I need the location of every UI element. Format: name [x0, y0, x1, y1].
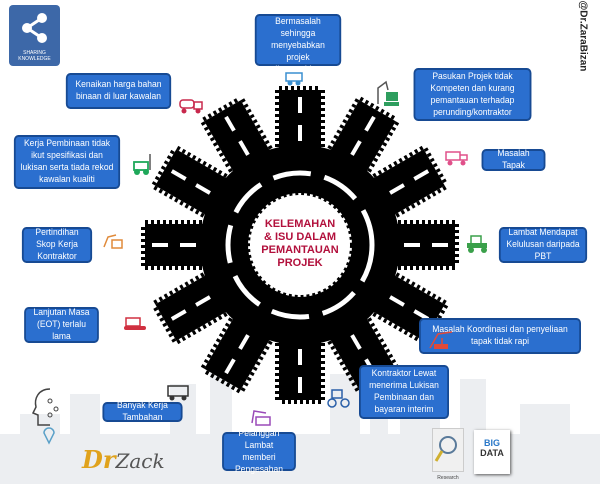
ai-head-icon [31, 388, 59, 445]
share-icon [21, 13, 47, 43]
sharing-knowledge-badge: SHARING KNOWLEDGE [9, 5, 60, 66]
issue-box: Kerja Pembinaan tidak ikut spesifikasi d… [13, 135, 121, 189]
bulldozer-icon [124, 317, 146, 330]
forklift-icon [133, 154, 151, 175]
truck-icon [285, 72, 303, 86]
issue-box: Banyak Kerja Tambahan [102, 400, 183, 423]
issue-box: Lambat Mendapat Kelulusan daripada PBT [498, 227, 588, 263]
research-icon: Research [432, 428, 464, 481]
tractor-icon [467, 235, 487, 253]
dr-zack-logo: DrZack [82, 445, 165, 474]
issue-box: Masalah Tapak [481, 148, 546, 171]
truck-icon [167, 385, 189, 401]
sharing-knowledge-label: SHARING KNOWLEDGE [18, 50, 51, 62]
issue-box: Kenaikan harga bahan binaan di luar kawa… [65, 73, 172, 109]
issue-box: Pelanggan Lambat memberi Pengesahan [222, 428, 296, 475]
issue-box: Kontraktor Lewat menerima Lukisan Pembin… [359, 365, 449, 419]
roundabout-center [246, 191, 354, 299]
issue-box: Kontraktor Bermasalah sehingga menyebabk… [254, 4, 342, 75]
issue-box: Pertindihan Skop Kerja Kontraktor [21, 227, 93, 263]
watermark: @Dr.ZaraBizan [577, 0, 589, 72]
issue-box: Pasukan Projek tidak Kompeten dan kurang… [413, 68, 532, 121]
dump-truck-icon [445, 151, 468, 166]
excavator-icon [251, 410, 271, 426]
cement-truck-icon [179, 99, 203, 114]
lane-marking [225, 170, 375, 320]
issue-box: Lanjutan Masa (EOT) terlalu lama [24, 307, 99, 343]
excavator-icon [377, 80, 399, 106]
excavator-icon [103, 234, 123, 249]
road-roller-icon [327, 389, 350, 408]
crane-icon [429, 331, 453, 349]
